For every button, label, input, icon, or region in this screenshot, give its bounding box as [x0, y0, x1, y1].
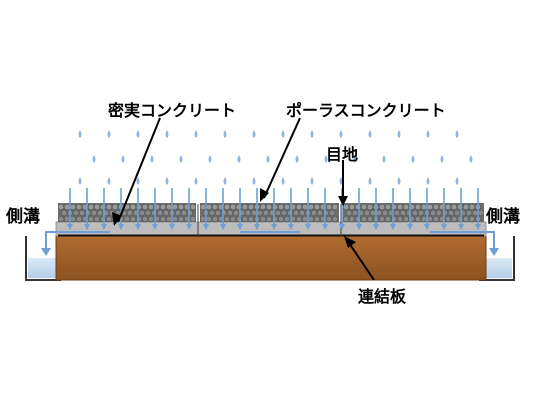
rain-drops — [78, 130, 473, 185]
side-ditch-left — [25, 236, 61, 281]
label-side-ditch-left: 側溝 — [5, 206, 40, 227]
joints — [197, 204, 342, 236]
infiltration-arrows — [67, 188, 481, 230]
label-side-ditch-right: 側溝 — [485, 206, 520, 227]
label-pointers — [117, 117, 375, 281]
flow-arrows — [45, 231, 495, 250]
label-porous-concrete: ポーラスコンクリート — [286, 101, 446, 120]
label-pointer-heads — [112, 188, 356, 248]
ground-base — [55, 235, 487, 281]
label-connecting-plate: 連結板 — [358, 287, 407, 306]
label-dense-concrete: 密実コンクリート — [107, 101, 236, 120]
flow-arrowheads — [41, 248, 499, 256]
label-joint: 目地 — [326, 145, 358, 164]
